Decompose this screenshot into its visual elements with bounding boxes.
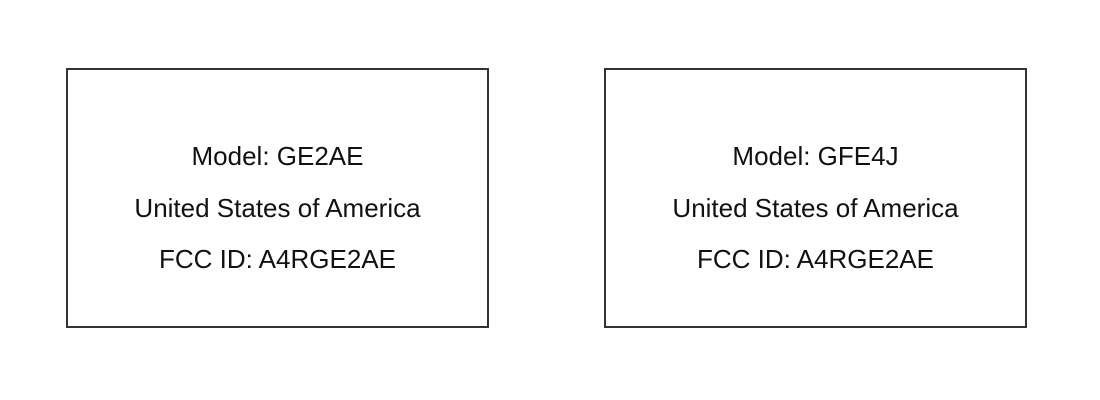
device-label-card: Model: GFE4J United States of America FC… xyxy=(604,68,1027,328)
fcc-id-text: FCC ID: A4RGE2AE xyxy=(159,244,396,274)
country-text: United States of America xyxy=(672,193,959,223)
device-label-card: Model: GE2AE United States of America FC… xyxy=(66,68,489,328)
model-text: Model: GE2AE xyxy=(191,141,364,171)
fcc-id-text: FCC ID: A4RGE2AE xyxy=(697,244,934,274)
country-text: United States of America xyxy=(134,193,421,223)
model-text: Model: GFE4J xyxy=(732,141,899,171)
